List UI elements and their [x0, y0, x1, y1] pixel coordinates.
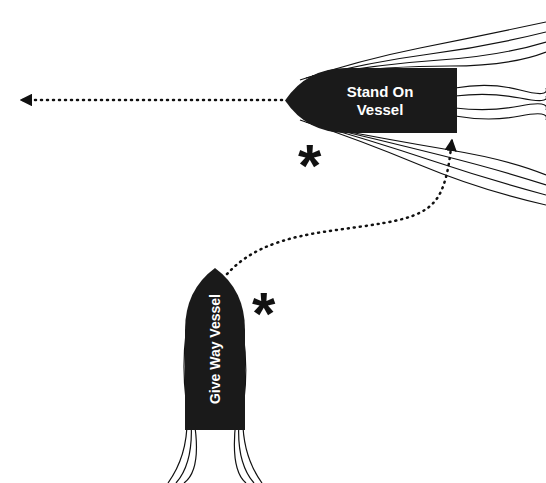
wake-lines: [168, 22, 546, 483]
give-way-vessel: Give Way Vessel: [185, 268, 245, 430]
vessel-label: Give Way Vessel: [207, 294, 223, 404]
asterisk-mark: *: [252, 284, 275, 344]
asterisk-mark: *: [298, 136, 321, 196]
course-arrow: [22, 99, 282, 102]
course-arrow: [227, 141, 452, 274]
vessel-label: Stand On Vessel: [338, 83, 422, 118]
hull: [285, 68, 457, 133]
stand-on-vessel: Stand On Vessel: [285, 68, 457, 133]
hull: [185, 268, 245, 430]
